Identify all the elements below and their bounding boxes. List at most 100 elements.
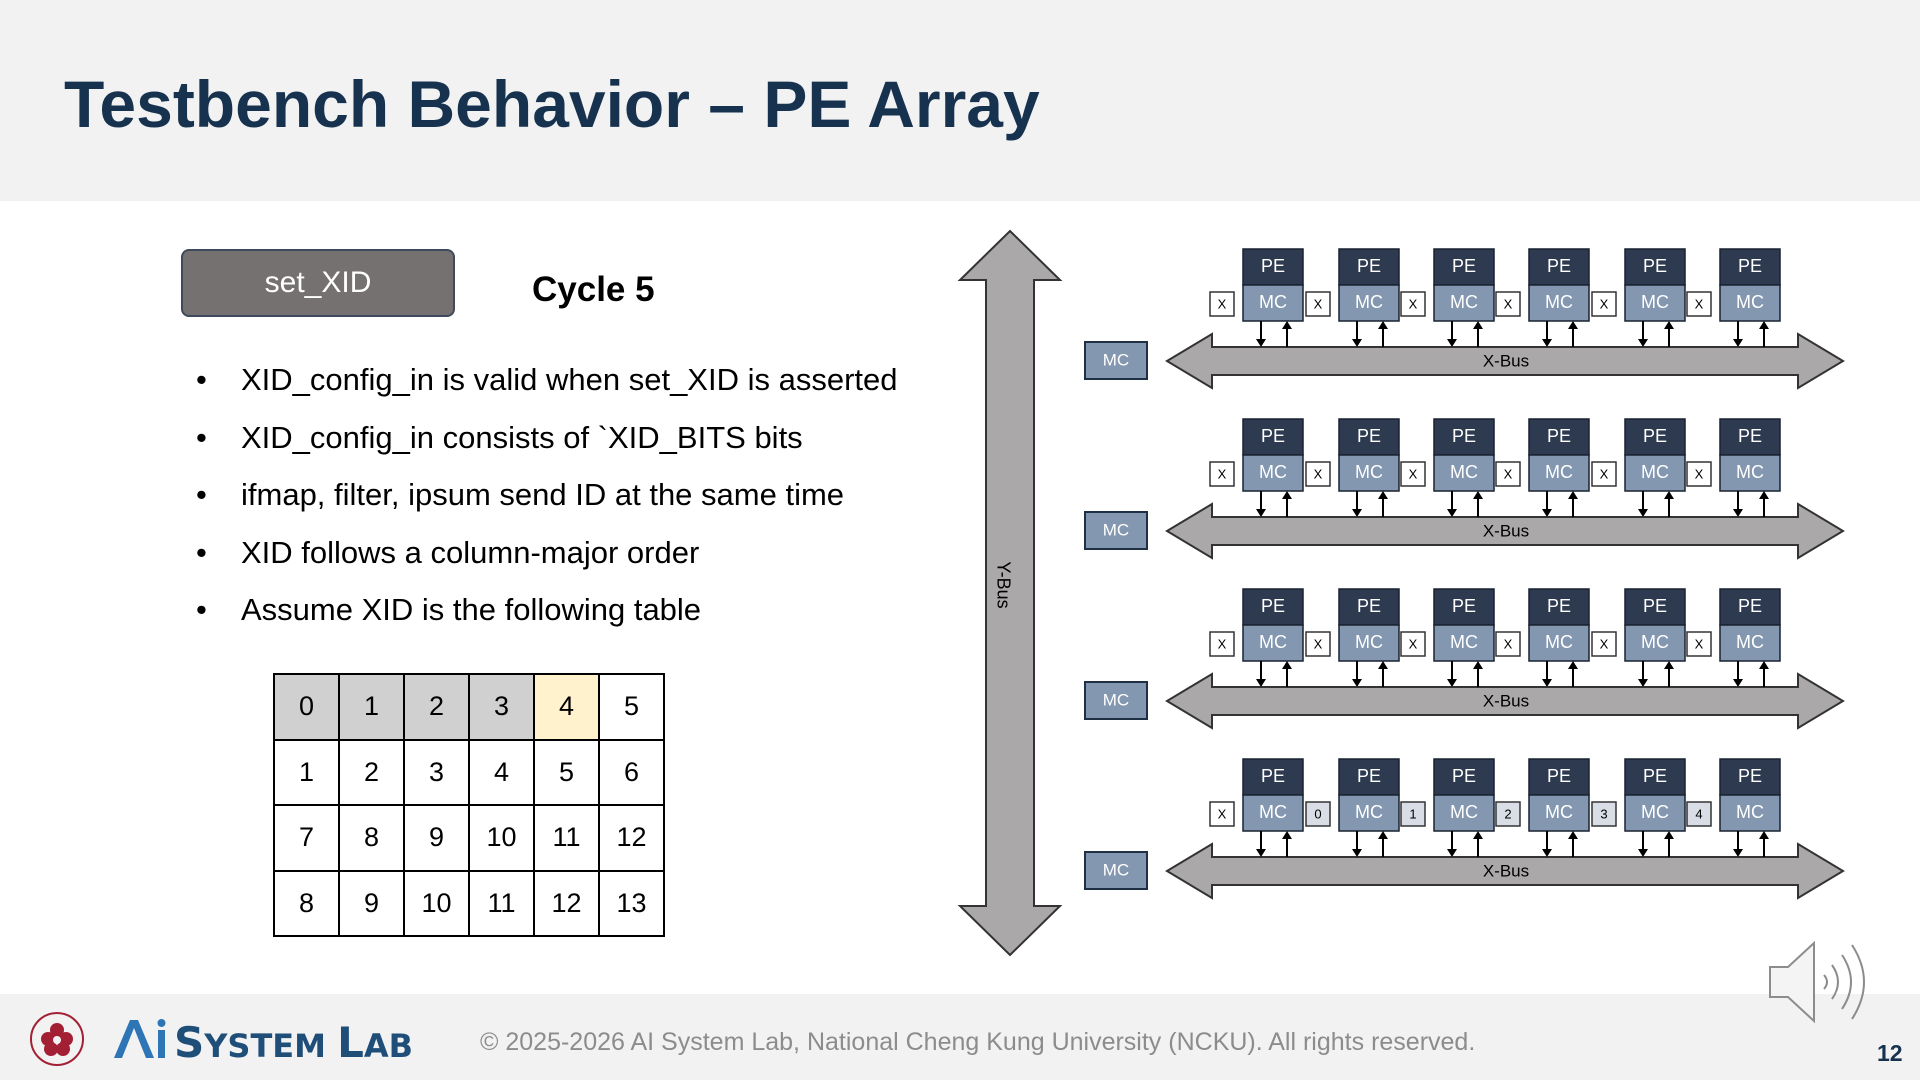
x-bus-arrow — [1165, 502, 1845, 560]
side-mc-box — [1084, 681, 1148, 720]
mc-label: MC — [1736, 462, 1764, 482]
xid-box — [1686, 631, 1712, 657]
mc-label: MC — [1545, 632, 1573, 652]
up-arrow-head — [1664, 661, 1674, 669]
pe-label: PE — [1357, 426, 1381, 446]
mc-label: MC — [1355, 292, 1383, 312]
down-arrow-head — [1542, 849, 1552, 857]
mc-box — [1433, 624, 1495, 662]
pe-box — [1433, 588, 1495, 626]
xid-table-cell: 10 — [468, 804, 535, 872]
pe-label: PE — [1643, 256, 1667, 276]
pe-label: PE — [1547, 256, 1571, 276]
mc-label: MC — [1259, 292, 1287, 312]
down-arrow-head — [1638, 509, 1648, 517]
university-emblem-icon — [30, 1012, 84, 1066]
mc-label: MC — [1450, 632, 1478, 652]
down-arrow-head — [1638, 339, 1648, 347]
xid-box — [1591, 291, 1617, 317]
up-arrow-head — [1282, 321, 1292, 329]
xid-box — [1400, 631, 1426, 657]
pe-label: PE — [1643, 596, 1667, 616]
down-arrow-head — [1733, 509, 1743, 517]
up-arrow-head — [1664, 491, 1674, 499]
xid-box-label: X — [1218, 296, 1227, 311]
pe-box — [1624, 758, 1686, 796]
mc-box — [1338, 624, 1400, 662]
xid-box — [1591, 461, 1617, 487]
up-arrow-head — [1568, 321, 1578, 329]
mc-box — [1338, 794, 1400, 832]
xid-box — [1686, 461, 1712, 487]
mc-box — [1433, 454, 1495, 492]
pe-box — [1338, 758, 1400, 796]
ai-logo-icon — [114, 1019, 166, 1058]
pe-label: PE — [1452, 766, 1476, 786]
xid-box — [1495, 291, 1521, 317]
xid-table-cell: 2 — [338, 738, 405, 806]
mc-box — [1242, 794, 1304, 832]
pe-box — [1624, 248, 1686, 286]
down-arrow-head — [1352, 679, 1362, 687]
xid-box — [1209, 631, 1235, 657]
up-arrow-head — [1759, 831, 1769, 839]
pe-label: PE — [1261, 596, 1285, 616]
up-arrow-head — [1759, 491, 1769, 499]
pe-box — [1242, 418, 1304, 456]
pe-box — [1624, 418, 1686, 456]
mc-box — [1528, 454, 1590, 492]
mc-box — [1624, 624, 1686, 662]
down-arrow-head — [1256, 679, 1266, 687]
pe-box — [1719, 588, 1781, 626]
mc-box — [1338, 454, 1400, 492]
down-arrow-head — [1447, 509, 1457, 517]
down-arrow-head — [1733, 339, 1743, 347]
xid-table-cell: 7 — [273, 804, 340, 872]
mc-label: MC — [1450, 462, 1478, 482]
xid-box-label: X — [1504, 466, 1513, 481]
xid-box-label: X — [1695, 466, 1704, 481]
pe-label: PE — [1643, 766, 1667, 786]
xid-box — [1400, 801, 1426, 827]
mc-label: MC — [1450, 802, 1478, 822]
up-arrow-head — [1568, 831, 1578, 839]
xid-box — [1591, 801, 1617, 827]
bullet-list: •XID_config_in is valid when set_XID is … — [196, 362, 898, 650]
page-number: 12 — [1877, 1040, 1903, 1066]
side-mc-label: MC — [1103, 350, 1129, 369]
xid-table-cell: 12 — [533, 869, 600, 937]
up-arrow-head — [1282, 661, 1292, 669]
down-arrow-head — [1733, 849, 1743, 857]
mc-label: MC — [1736, 802, 1764, 822]
up-arrow-head — [1473, 491, 1483, 499]
pe-label: PE — [1738, 426, 1762, 446]
xid-table-cell: 11 — [533, 804, 600, 872]
side-mc-box — [1084, 341, 1148, 380]
xid-table-cell: 3 — [468, 673, 535, 741]
pe-label: PE — [1643, 426, 1667, 446]
xid-box-label: X — [1409, 636, 1418, 651]
side-mc-box — [1084, 511, 1148, 550]
mc-box — [1242, 454, 1304, 492]
mc-label: MC — [1641, 462, 1669, 482]
up-arrow-head — [1568, 491, 1578, 499]
xid-table-cell: 2 — [403, 673, 470, 741]
xid-table-cell: 1 — [273, 738, 340, 806]
xid-box — [1400, 461, 1426, 487]
pe-label: PE — [1357, 596, 1381, 616]
mc-box — [1528, 794, 1590, 832]
x-bus-arrow — [1165, 842, 1845, 900]
speaker-icon[interactable] — [1764, 937, 1876, 1027]
pe-label: PE — [1261, 426, 1285, 446]
x-bus-label: X-Bus — [1483, 861, 1529, 880]
side-mc-box — [1084, 851, 1148, 890]
xid-box-label: 1 — [1409, 806, 1416, 821]
xid-box-label: 4 — [1695, 806, 1702, 821]
up-arrow-head — [1759, 661, 1769, 669]
xid-table-cell: 13 — [598, 869, 665, 937]
